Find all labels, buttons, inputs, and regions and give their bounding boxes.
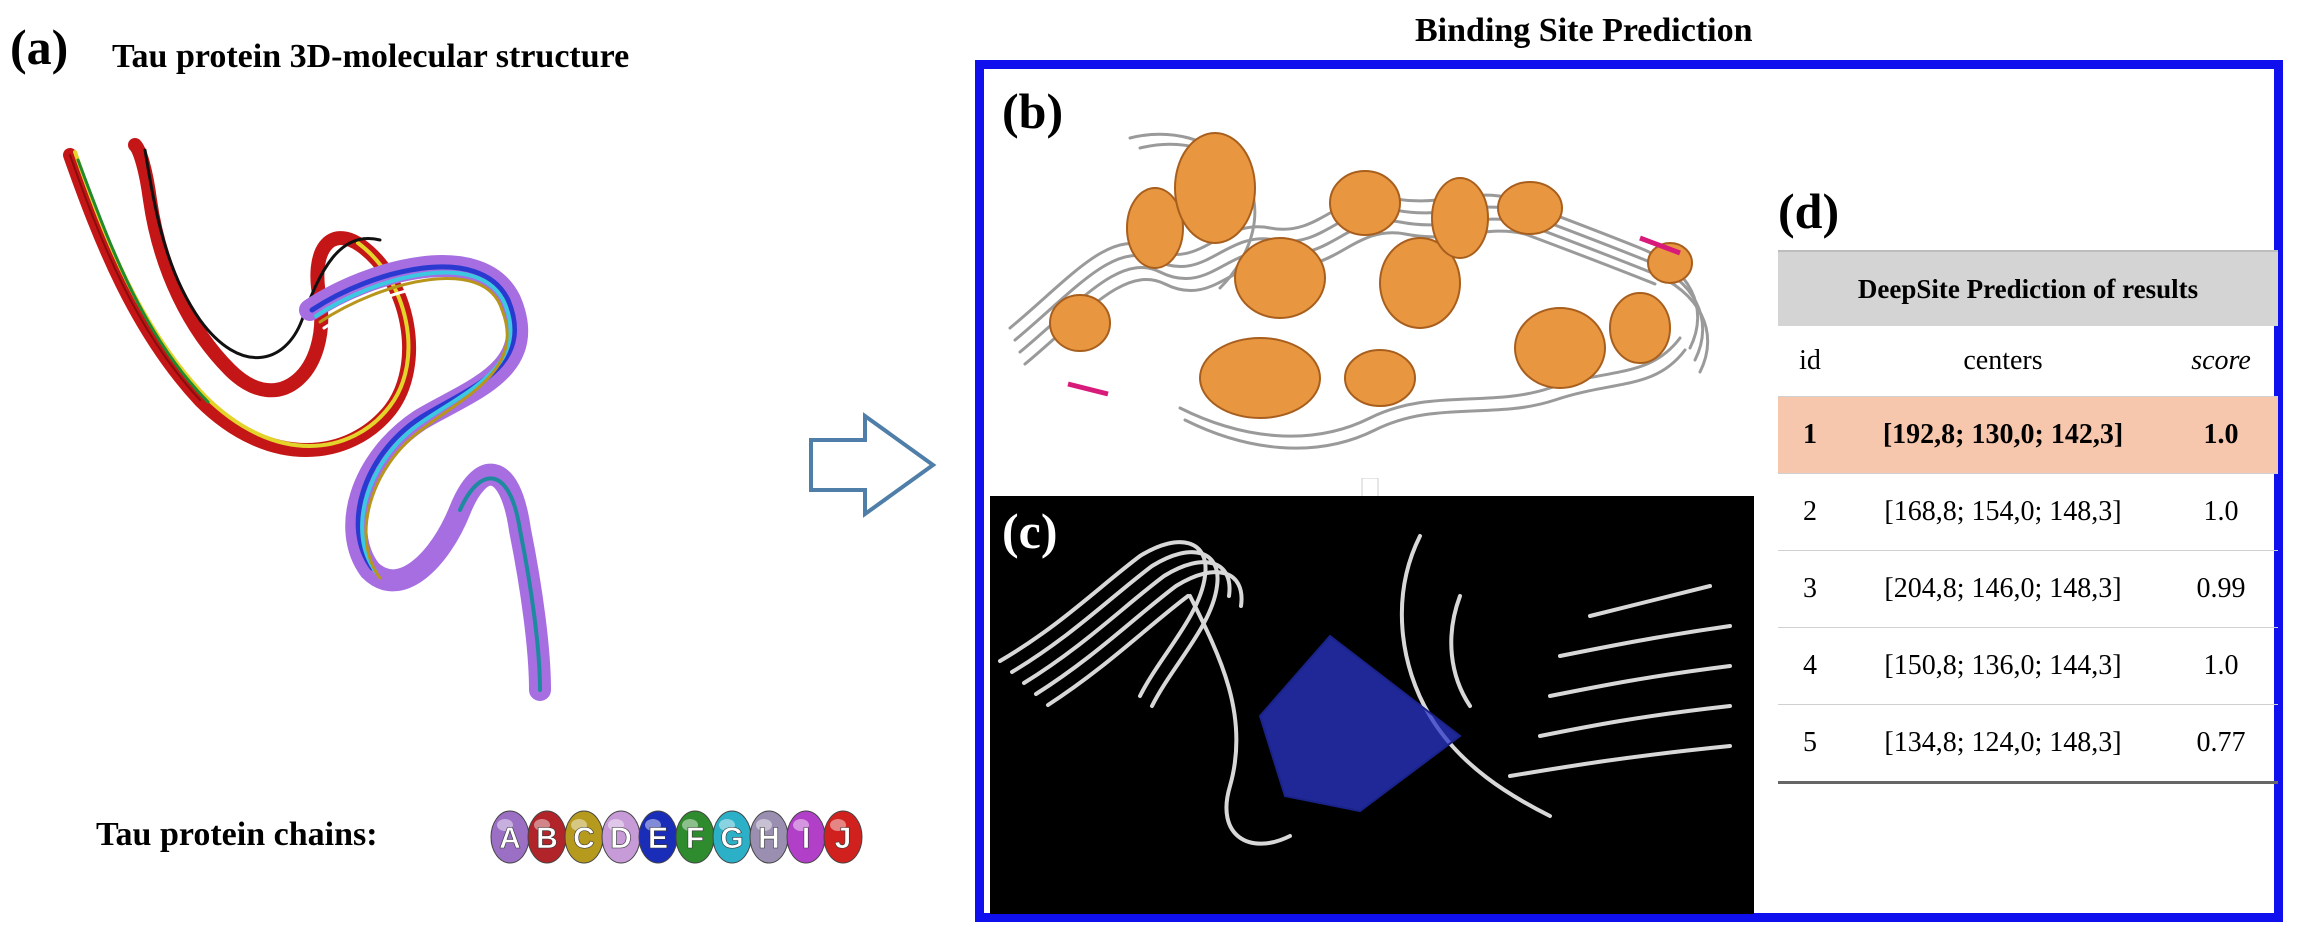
results-table: DeepSite Prediction of results id center… — [1778, 250, 2278, 784]
chain-d-badge: D — [601, 810, 641, 864]
chain-letter: H — [758, 822, 780, 855]
results-table-title: DeepSite Prediction of results — [1778, 250, 2278, 326]
cell-score: 1.0 — [2164, 396, 2278, 474]
chain-letter: B — [536, 822, 558, 855]
cell-score: 0.77 — [2164, 704, 2278, 784]
binding-pocket-surface-illustration — [1008, 132, 1710, 450]
panel-b-label: (b) — [1002, 83, 1064, 139]
right-arrow-icon — [809, 412, 937, 518]
panel-a-title: Tau protein 3D-molecular structure — [112, 38, 630, 75]
table-row: 5[134,8; 124,0; 148,3]0.77 — [1778, 704, 2278, 784]
panel-c-binding-box-image — [990, 496, 1754, 914]
cell-id: 4 — [1778, 627, 1842, 705]
tau-protein-structure-illustration — [63, 138, 551, 701]
cell-score: 1.0 — [2164, 627, 2278, 705]
cell-score: 1.0 — [2164, 473, 2278, 551]
table-row: 1[192,8; 130,0; 142,3]1.0 — [1778, 396, 2278, 474]
chain-h-badge: H — [749, 810, 789, 864]
chain-letter: A — [499, 822, 521, 855]
panel-a-label: (a) — [10, 19, 69, 75]
chain-j-badge: J — [823, 810, 863, 864]
table-row: 4[150,8; 136,0; 144,3]1.0 — [1778, 627, 2278, 705]
chain-letter: G — [720, 822, 743, 855]
cell-centers: [192,8; 130,0; 142,3] — [1842, 396, 2164, 474]
section-title: Binding Site Prediction — [1415, 12, 1753, 49]
binding-site-box — [1258, 634, 1462, 813]
table-row: 3[204,8; 146,0; 148,3]0.99 — [1778, 550, 2278, 628]
chain-e-badge: E — [638, 810, 678, 864]
cell-centers: [150,8; 136,0; 144,3] — [1842, 627, 2164, 705]
binding-box-illustration — [998, 534, 1732, 846]
results-table-body: id centers score 1[192,8; 130,0; 142,3]1… — [1778, 326, 2278, 784]
chain-b-badge: B — [527, 810, 567, 864]
fibril-red-group — [63, 138, 416, 457]
chain-letter: J — [835, 822, 852, 855]
chains-label: Tau protein chains: — [96, 816, 378, 853]
panel-c-label: (c) — [1002, 503, 1058, 559]
chain-letter: F — [686, 822, 704, 855]
chain-letter: D — [610, 822, 632, 855]
cell-centers: [168,8; 154,0; 148,3] — [1842, 473, 2164, 551]
chain-c-badge: C — [564, 810, 604, 864]
cell-id: 3 — [1778, 550, 1842, 628]
cell-score: 0.99 — [2164, 550, 2278, 628]
results-table-wrap: DeepSite Prediction of results id center… — [1778, 250, 2278, 784]
panel-d-label: (d) — [1778, 183, 1840, 239]
chain-letter: I — [802, 822, 810, 855]
column-header-id: id — [1778, 326, 1842, 397]
table-header-row: id centers score — [1778, 326, 2278, 397]
cell-id: 2 — [1778, 473, 1842, 551]
chain-i-badge: I — [786, 810, 826, 864]
table-row: 2[168,8; 154,0; 148,3]1.0 — [1778, 473, 2278, 551]
cell-centers: [134,8; 124,0; 148,3] — [1842, 704, 2164, 784]
chain-g-badge: G — [712, 810, 752, 864]
chain-letter: C — [573, 822, 595, 855]
chain-letter: E — [648, 822, 668, 855]
column-header-score: score — [2164, 326, 2278, 397]
chain-f-badge: F — [675, 810, 715, 864]
cell-centers: [204,8; 146,0; 148,3] — [1842, 550, 2164, 628]
chain-a-badge: A — [490, 810, 530, 864]
fibril-purple-group — [299, 255, 551, 701]
cell-id: 5 — [1778, 704, 1842, 784]
column-header-centers: centers — [1842, 326, 2164, 397]
cell-id: 1 — [1778, 396, 1842, 474]
panel-b-surface-image — [990, 78, 1754, 491]
